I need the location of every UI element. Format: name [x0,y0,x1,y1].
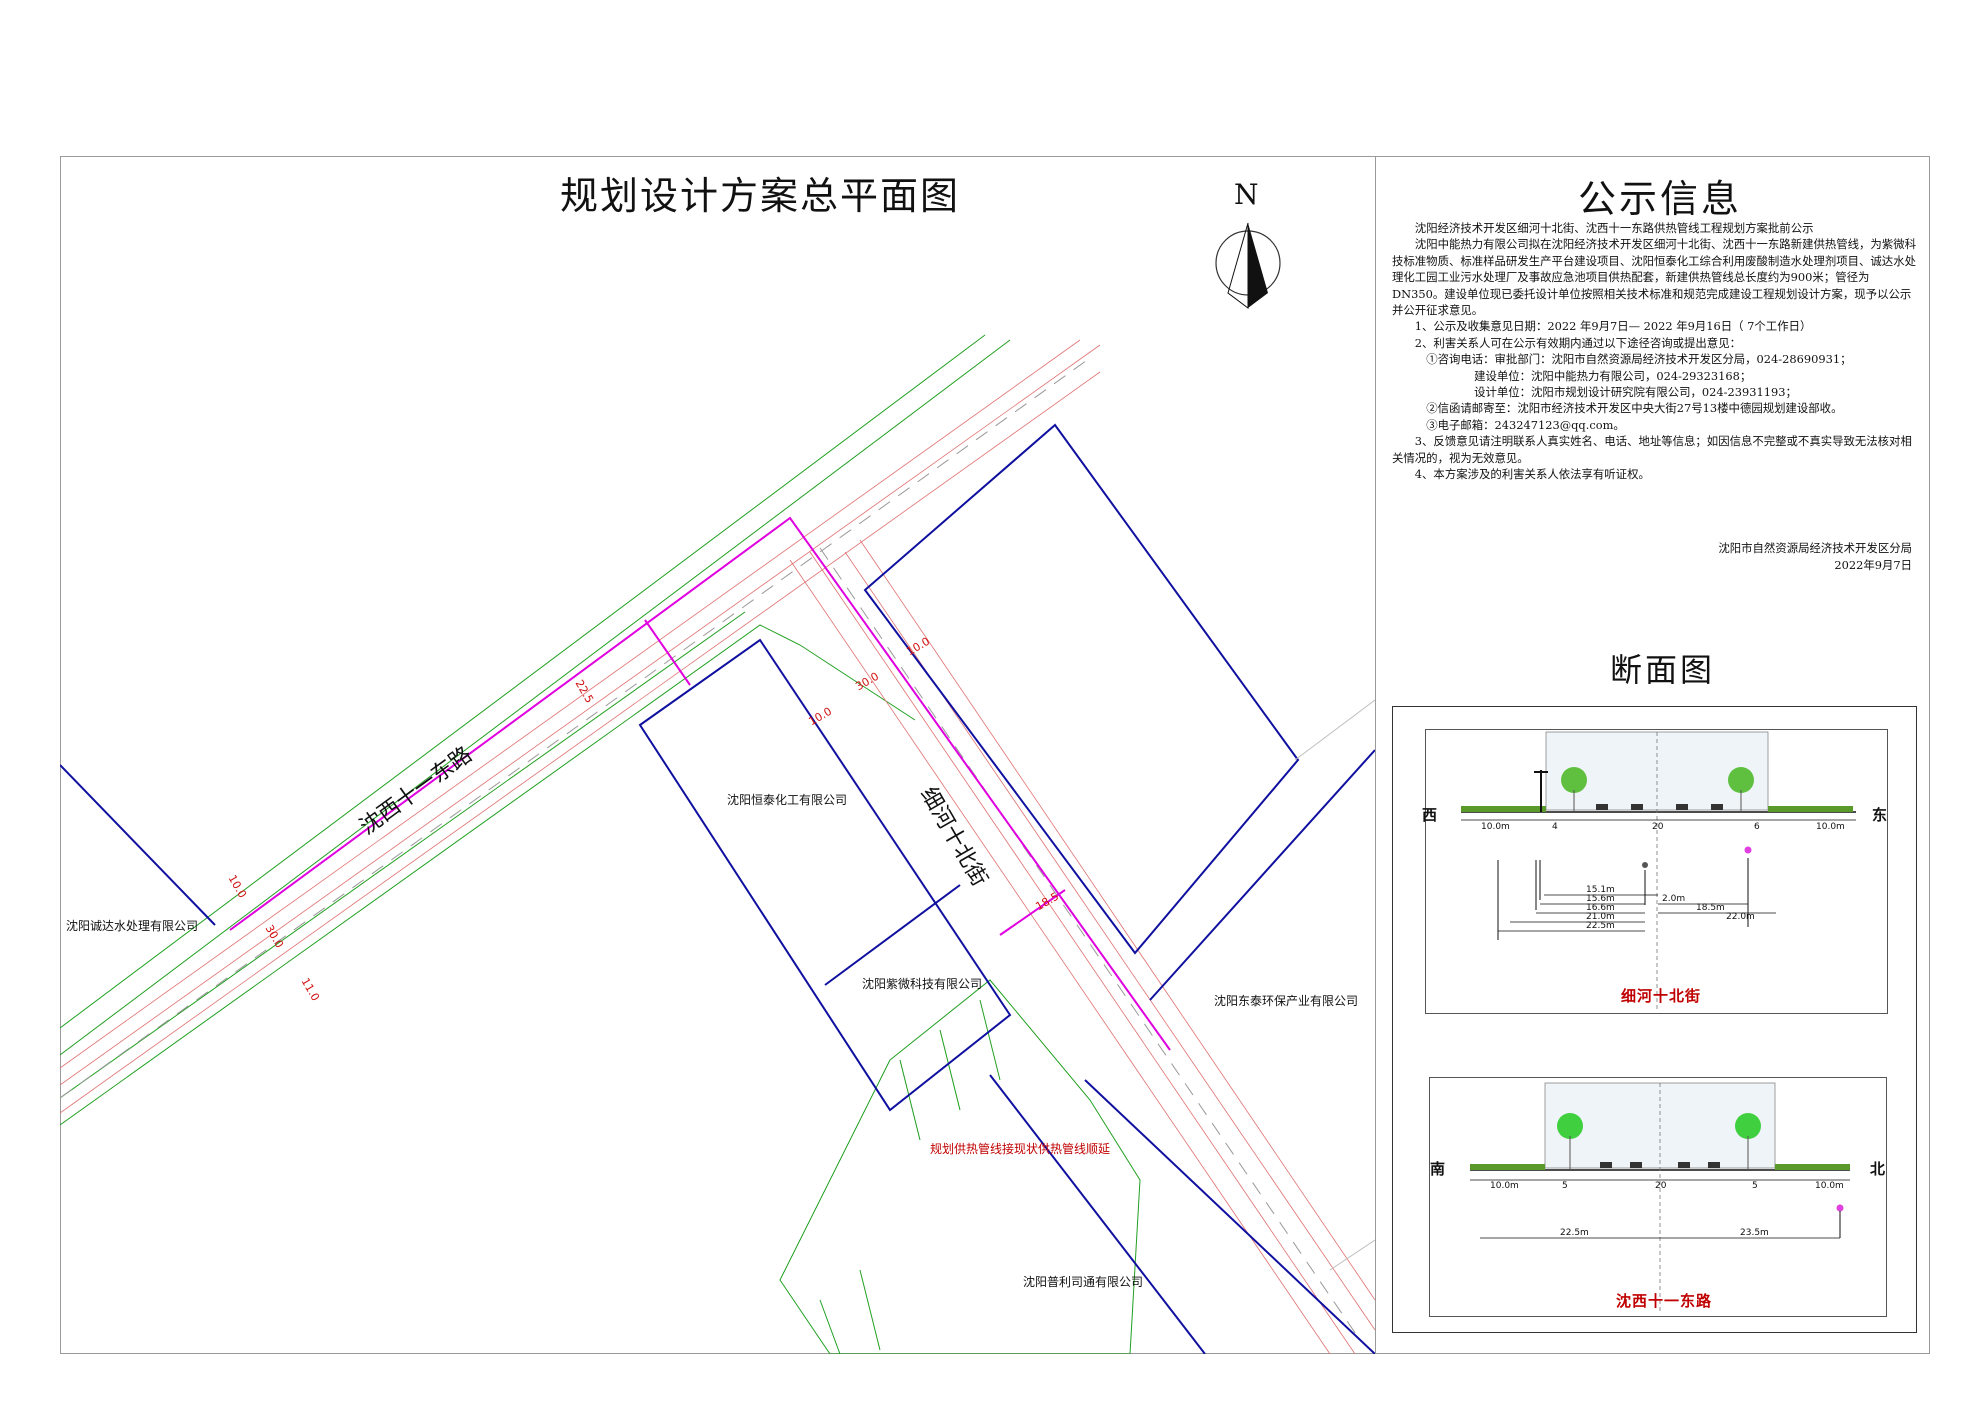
notice-signature: 沈阳市自然资源局经济技术开发区分局 2022年9月7日 [1600,540,1912,574]
notice-date: 2022年9月7日 [1834,558,1912,572]
notice-item-4: 4、本方案涉及的利害关系人依法享有听证权。 [1414,467,1650,482]
notice-item-1: 1、公示及收集意见日期：2022 年9月7日— 2022 年9月16日（ 7个工… [1414,319,1812,334]
section-2-offset-north: 23.5m [1740,1228,1769,1238]
outer-road-lines [1294,699,1375,1271]
notice-issuer: 沈阳市自然资源局经济技术开发区分局 [1718,541,1912,555]
section-2-caption: 沈西十一东路 [1616,1292,1713,1310]
section-2-south: 南 [1430,1160,1446,1178]
green-belt-north [60,334,1011,1056]
section-1-west: 西 [1422,806,1438,824]
green-belt-south [60,611,916,1126]
company-label-ziwei: 沈阳紫微科技有限公司 [862,977,983,991]
road-centerlines [60,357,1361,1341]
road-edges [60,339,1375,1354]
pipeline-note: 规划供热管线接现状供热管线顺延 [930,1142,1111,1156]
section-2-north: 北 [1870,1160,1886,1178]
notice-contact-1: ①咨询电话：审批部门：沈阳市自然资源局经济技术开发区分局，024-2869093… [1426,352,1852,367]
section-1-east: 东 [1872,806,1888,824]
section-1-caption: 细河十北街 [1621,987,1702,1005]
section-1-width-road: 20 [1652,822,1664,832]
notice-contact-3: 设计单位：沈阳市规划设计研究院有限公司，024-23931193； [1474,385,1797,400]
section-1-offset: 15.1m [1586,885,1615,895]
company-label-dongtai: 沈阳东泰环保产业有限公司 [1214,994,1359,1008]
notice-mail: ②信函请邮寄至：沈阳市经济技术开发区中央大街27号13楼中德园规划建设部收。 [1426,401,1843,416]
north-label: N [1234,178,1259,211]
section-2-width-sidewalk-right: 5 [1752,1181,1758,1191]
notice-title: 公示信息 [1578,177,1743,221]
section-2-width-road: 20 [1655,1181,1667,1191]
site-plan-map [60,334,1375,1354]
north-arrow: N [1203,178,1293,313]
section-1-offset: 21.0m [1586,912,1615,922]
section-2-width-sidewalk-left: 5 [1562,1181,1568,1191]
notice-subject: 沈阳经济技术开发区细河十北街、沈西十一东路供热管线工程规划方案批前公示 [1414,221,1814,235]
section-2-offset-south: 22.5m [1560,1228,1589,1238]
section-1-panel: 西 东 [1422,729,1888,1014]
notice-email: ③电子邮箱：243247123@qq.com。 [1426,417,1625,432]
notice-contact-2: 建设单位：沈阳中能热力有限公司，024-29323168； [1474,368,1752,383]
green-hatch-area [779,979,1141,1354]
section-2-drawing [1470,1082,1850,1313]
north-arrow-icon [1215,222,1281,309]
notice-item-3: 3、反馈意见请注明联系人真实姓名、电话、地址等信息；如因信息不完整或不真实导致无… [1392,434,1912,465]
section-1-width-right: 10.0m [1816,822,1845,832]
heat-pipeline [229,516,1171,1051]
section-1-width-left: 10.0m [1481,822,1510,832]
section-1-offset: 2.0m [1662,894,1686,904]
notice-item-2: 2、利害关系人可在公示有效期内通过以下途径咨询或提出意见： [1414,335,1741,350]
company-label-hengtai: 沈阳恒泰化工有限公司 [727,793,848,807]
section-2-width-left: 10.0m [1490,1181,1519,1191]
section-1-width-sidewalk-right: 6 [1754,822,1760,832]
notice-body: 沈阳经济技术开发区细河十北街、沈西十一东路供热管线工程规划方案批前公示 沈阳中能… [1392,220,1917,483]
section-1-offset: 22.5m [1586,921,1615,931]
section-1-offset: 18.5m [1696,903,1725,913]
cross-sections-box: 西 东 [1392,706,1917,1333]
section-1-offset: 16.6m [1586,903,1615,913]
section-1-offset: 15.6m [1586,894,1615,904]
parcels [60,423,1375,1354]
section-2-panel: 南 北 10.0m 5 20 5 10.0m 22.5m 23.5m [1429,1077,1887,1317]
map-title: 规划设计方案总平面图 [560,174,961,218]
section-1-offset: 22.0m [1726,912,1755,922]
company-label-chengda: 沈阳诚达水处理有限公司 [66,919,199,933]
sections-title: 断面图 [1610,651,1716,689]
section-1-width-sidewalk-left: 4 [1552,822,1558,832]
section-1-drawing [1461,731,1856,1010]
section-2-width-right: 10.0m [1815,1181,1844,1191]
notice-intro: 沈阳中能热力有限公司拟在沈阳经济技术开发区细河十北街、沈西十一东路新建供热管线，… [1392,237,1916,318]
panel-divider [1375,156,1376,1354]
company-label-bridgestone: 沈阳普利司通有限公司 [1023,1275,1144,1289]
